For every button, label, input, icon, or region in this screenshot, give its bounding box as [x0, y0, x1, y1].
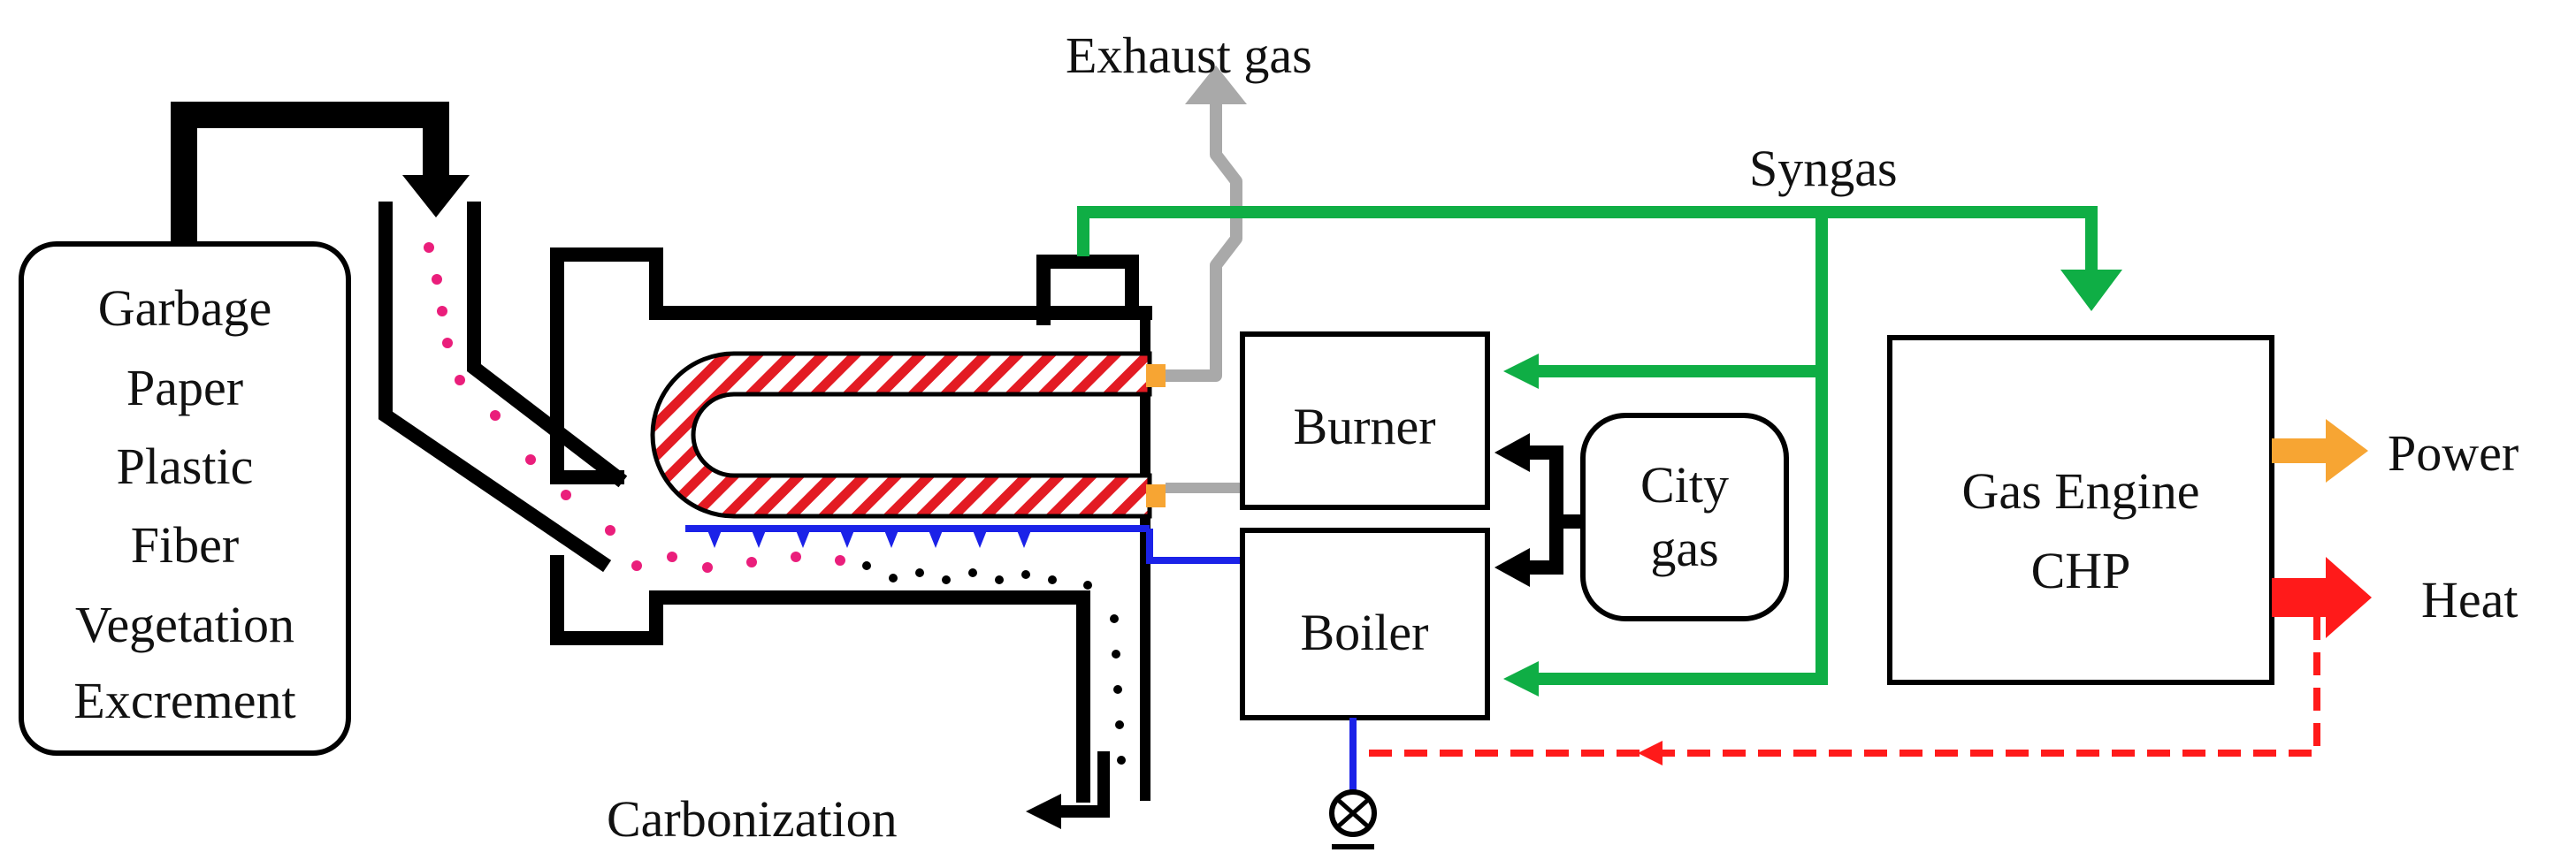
tube-outlet-bottom	[1146, 484, 1166, 507]
char-particles	[862, 561, 1126, 765]
syngas-arrow-engine	[2060, 270, 2122, 311]
engine-label: Gas Engine	[1962, 462, 2200, 520]
feed-item: Garbage	[98, 279, 271, 337]
heat-label: Heat	[2421, 571, 2519, 628]
boiler-box: Boiler	[1240, 528, 1490, 720]
exhaust-gas-line	[1166, 65, 1247, 493]
pump-icon	[1329, 789, 1377, 849]
heat-arrow	[2272, 557, 2372, 638]
heat-return-line	[1362, 617, 2320, 765]
water-pump	[1329, 718, 1377, 849]
feed-item: Fiber	[131, 516, 239, 574]
syngas-arrow-boiler	[1503, 661, 1539, 697]
feedstock-box: Garbage Paper Plastic Fiber Vegetation E…	[19, 241, 351, 756]
syngas-network	[1077, 206, 2098, 685]
feed-hopper	[378, 202, 628, 573]
carbonization-label: Carbonization	[607, 790, 898, 848]
feed-item: Plastic	[117, 438, 254, 495]
engine-label: CHP	[2031, 542, 2131, 599]
tube-outlet-top	[1146, 364, 1166, 387]
boiler-label: Boiler	[1301, 604, 1429, 661]
city-gas-lines	[1494, 433, 1583, 587]
feed-item: Vegetation	[75, 596, 294, 653]
feed-item: Excrement	[73, 672, 295, 729]
waste-particles	[424, 242, 845, 573]
power-label: Power	[2388, 424, 2519, 482]
power-arrow	[2272, 419, 2368, 483]
heating-tube	[650, 351, 1166, 519]
char-outlet	[1026, 751, 1110, 829]
syngas-label: Syngas	[1749, 140, 1898, 197]
city-gas-label: gas	[1650, 520, 1718, 577]
steam-injection-line	[685, 525, 1242, 564]
exhaust-gas-label: Exhaust gas	[1066, 27, 1312, 84]
gas-engine-chp-box: Gas Engine CHP	[1887, 335, 2274, 685]
city-gas-label: City	[1640, 456, 1729, 514]
feed-item: Paper	[126, 359, 243, 416]
feed-arrow	[171, 102, 470, 244]
syngas-arrow-burner	[1503, 354, 1539, 389]
city-gas-box: City gas	[1580, 413, 1789, 621]
burner-box: Burner	[1240, 331, 1490, 510]
burner-label: Burner	[1293, 398, 1435, 455]
